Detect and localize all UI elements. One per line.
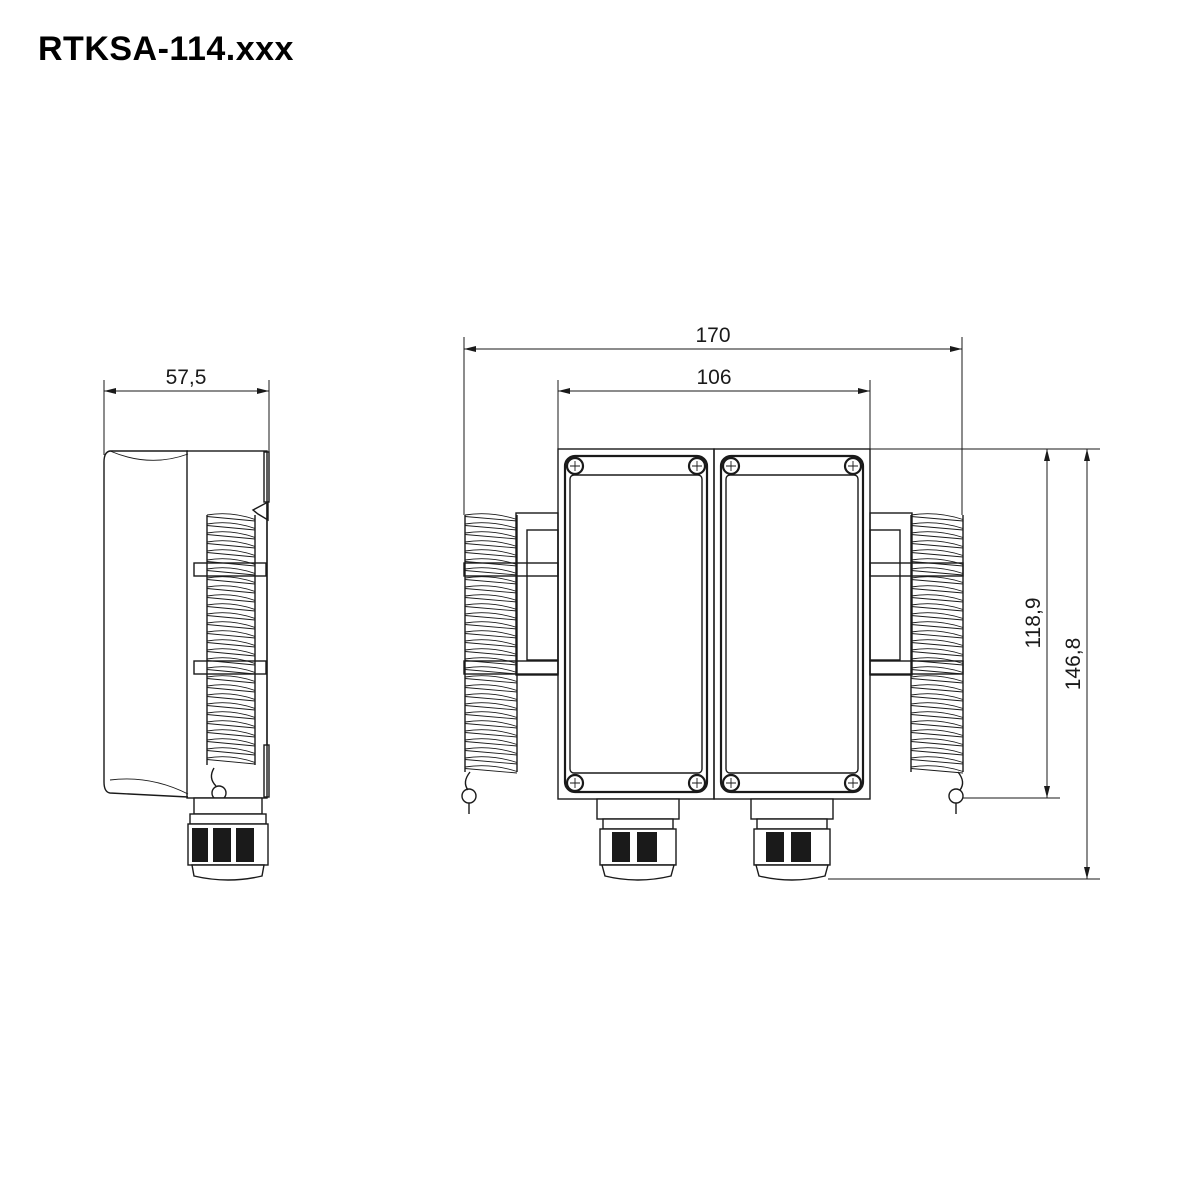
left-spring <box>461 513 518 814</box>
screw-icon <box>721 773 741 793</box>
dim-label-overall-width: 170 <box>695 324 730 347</box>
front-view <box>461 448 964 881</box>
left-mount-rail <box>515 512 559 676</box>
front-cable-gland-right <box>750 798 834 881</box>
dimension-overall-width: 170 <box>463 324 963 515</box>
dim-label-enclosure-height: 118,9 <box>1022 598 1045 649</box>
screw-icon <box>687 773 707 793</box>
enclosure-left <box>557 448 715 800</box>
right-spring <box>910 513 964 814</box>
screw-icon <box>687 456 707 476</box>
drawing-title: RTKSA-114.xxx <box>38 30 294 68</box>
front-cable-gland-left <box>596 798 680 881</box>
screw-icon <box>721 456 741 476</box>
right-mount-rail <box>869 512 913 676</box>
side-spring <box>206 513 256 765</box>
dimension-enclosure-height: 118,9 <box>870 448 1060 799</box>
dim-label-overall-height: 146,8 <box>1062 638 1085 691</box>
enclosure-right <box>713 448 871 800</box>
dimension-overall-height: 146,8 <box>828 448 1100 880</box>
dim-label-enclosure-width: 106 <box>696 366 731 389</box>
screw-icon <box>565 456 585 476</box>
dimension-side-depth: 57,5 <box>103 366 270 455</box>
dimension-enclosure-width: 106 <box>557 366 871 449</box>
side-view <box>103 450 270 881</box>
screw-icon <box>565 773 585 793</box>
dim-label-side-depth: 57,5 <box>166 366 207 389</box>
screw-icon <box>843 456 863 476</box>
side-cable-gland <box>187 797 269 881</box>
screw-icon <box>843 773 863 793</box>
